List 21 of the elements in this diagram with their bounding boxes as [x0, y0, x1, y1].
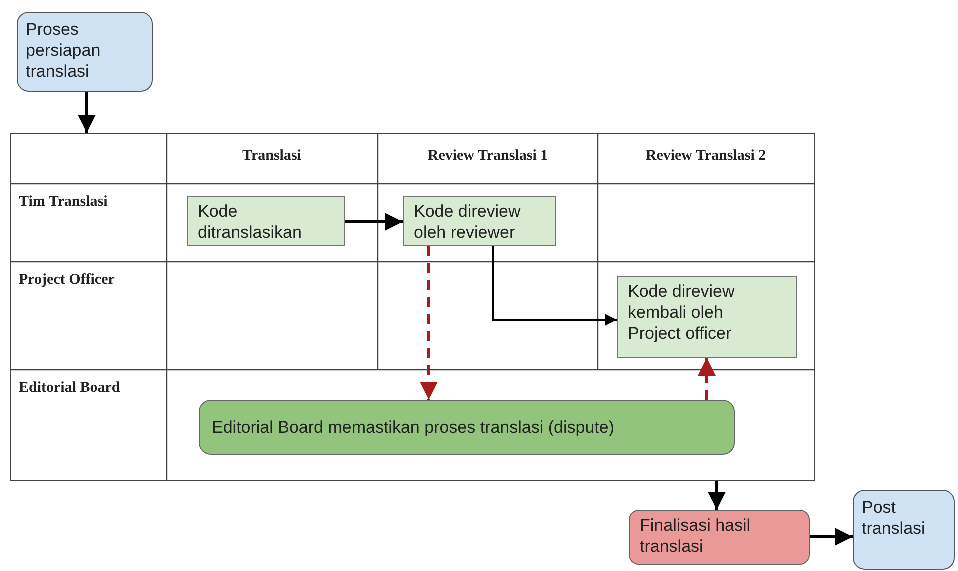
process-box: Finalisasi hasil translasi [629, 510, 810, 565]
column-header: Translasi [242, 147, 302, 166]
lane-label: Project Officer [19, 271, 115, 290]
process-box: Proses persiapan translasi [17, 12, 153, 92]
lane-label: Tim Translasi [19, 193, 108, 212]
column-header: Review Translasi 2 [646, 147, 766, 166]
swimlane-table [10, 133, 815, 481]
arrow [810, 528, 853, 546]
column-header: Review Translasi 1 [428, 147, 548, 166]
dashed-arrow [698, 358, 716, 400]
arrow [492, 246, 617, 326]
process-box: Kode direview oleh reviewer [403, 196, 556, 246]
process-box: Kode direview kembali oleh Project officer [617, 276, 797, 358]
process-box: Kode ditranslasikan [187, 196, 345, 246]
dashed-arrow [420, 246, 438, 400]
process-box: Post translasi [853, 490, 955, 570]
process-box: Editorial Board memastikan proses translasi (dispute) [199, 400, 735, 455]
arrow [78, 92, 96, 133]
arrow [708, 481, 726, 510]
arrow [345, 213, 403, 231]
lane-label: Editorial Board [19, 379, 120, 398]
